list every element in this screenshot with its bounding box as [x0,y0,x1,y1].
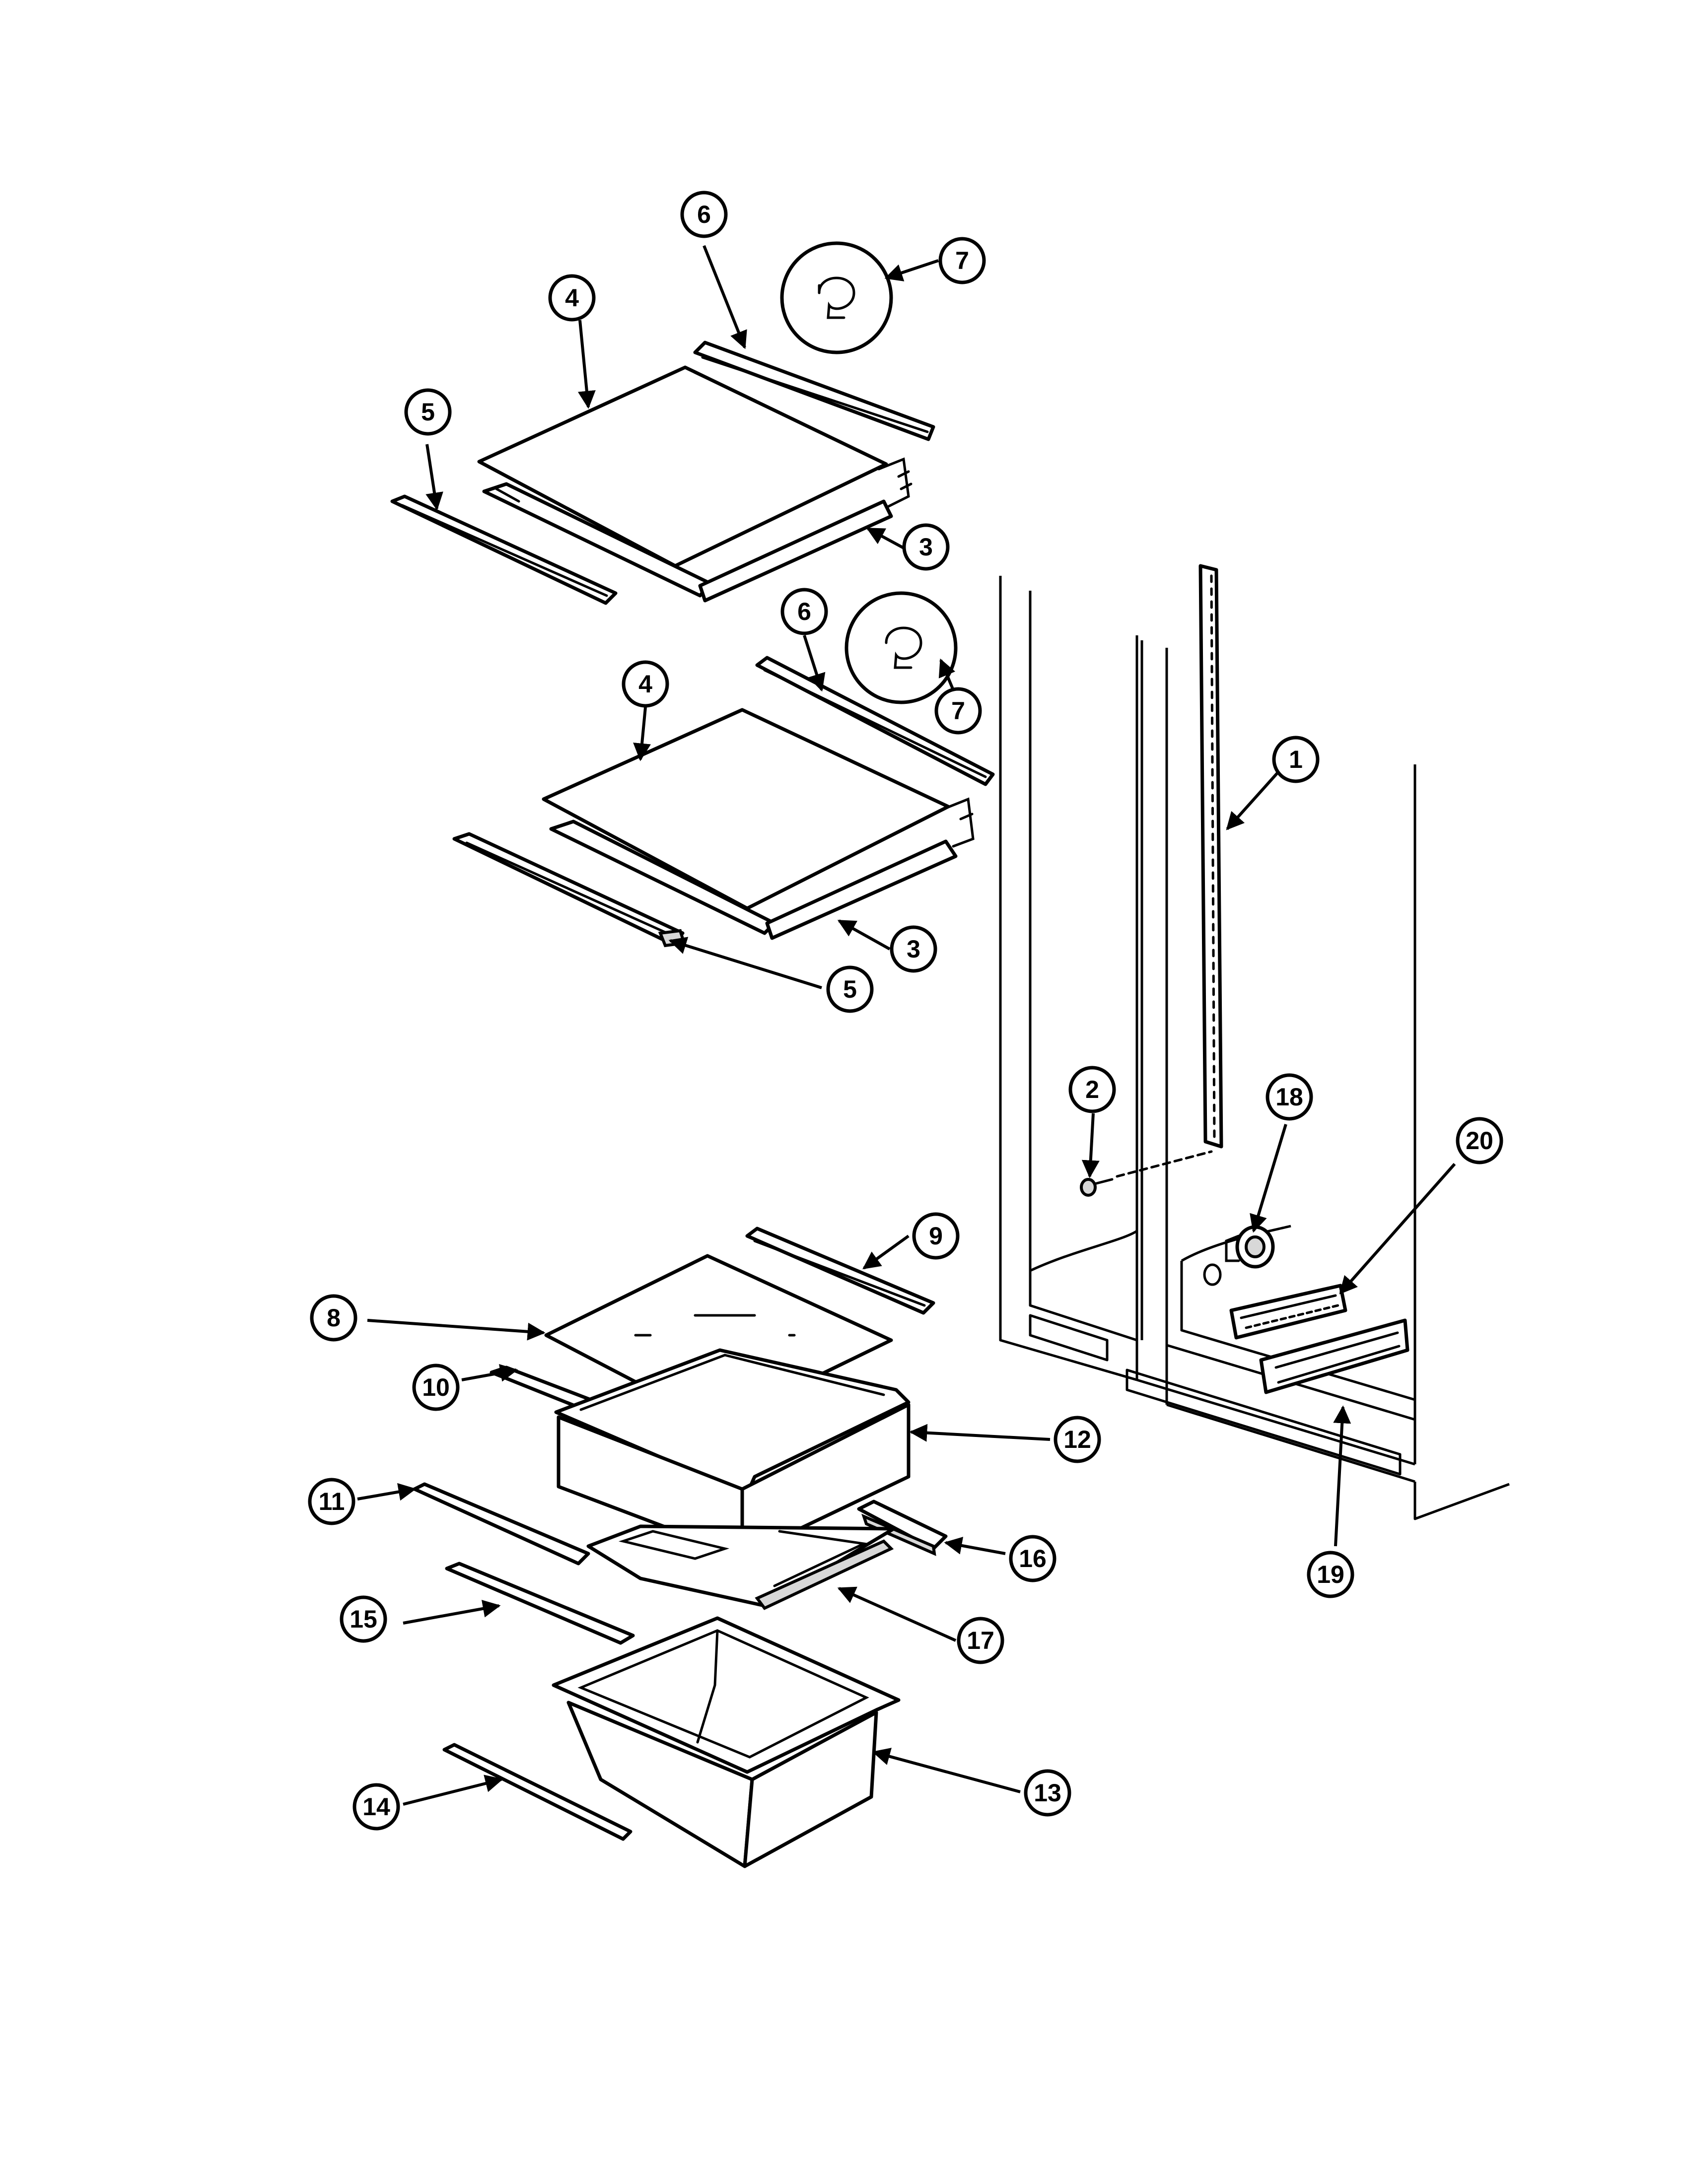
svg-text:20: 20 [1466,1127,1493,1155]
svg-text:6: 6 [797,598,811,625]
control-housing-part-20 [1229,1284,1347,1340]
svg-text:11: 11 [319,1488,345,1515]
svg-text:8: 8 [327,1304,341,1332]
callout-4-middle: 4 [622,660,669,708]
callout-2: 2 [1068,1066,1116,1113]
svg-text:9: 9 [929,1222,943,1250]
svg-text:18: 18 [1275,1083,1303,1111]
clip-detail-part-7-top [780,241,893,354]
svg-text:5: 5 [843,975,857,1003]
callout-19: 19 [1307,1551,1354,1598]
svg-text:14: 14 [362,1793,390,1821]
callout-5-middle: 5 [826,965,874,1013]
clip-detail-part-7-middle [844,591,958,704]
svg-text:4: 4 [638,670,652,698]
svg-text:1: 1 [1289,746,1303,773]
svg-text:4: 4 [565,284,579,312]
callout-18: 18 [1266,1073,1313,1121]
callout-15: 15 [340,1595,387,1643]
svg-text:3: 3 [919,533,933,561]
svg-text:16: 16 [1019,1545,1047,1572]
callout-7-middle: 7 [934,687,982,735]
svg-text:10: 10 [422,1373,450,1401]
callout-4-top: 4 [548,274,596,322]
callout-6-middle: 6 [780,588,828,635]
svg-text:13: 13 [1034,1779,1061,1807]
svg-text:15: 15 [350,1605,377,1633]
svg-text:7: 7 [955,247,969,274]
callout-1: 1 [1272,736,1320,783]
callout-11: 11 [308,1478,355,1525]
svg-text:2: 2 [1085,1076,1099,1103]
svg-text:17: 17 [967,1627,994,1654]
svg-text:6: 6 [697,201,711,228]
callout-16: 16 [1009,1535,1056,1582]
shelf-rail-part-1 [1198,564,1223,1149]
callout-8: 8 [310,1294,357,1342]
callout-20: 20 [1456,1117,1503,1164]
callout-14: 14 [352,1783,400,1831]
callout-9: 9 [912,1212,960,1260]
callout-12: 12 [1054,1416,1101,1463]
crisper-assembly [413,1227,948,1868]
callout-5-top: 5 [404,388,452,436]
callouts: 1 2 3 3 4 4 5 5 6 6 7 7 8 9 10 11 12 13 … [308,191,1503,1831]
svg-text:5: 5 [421,398,435,426]
control-cover-part-19 [1259,1318,1409,1394]
callout-6-top: 6 [680,191,728,238]
control-knob-part-18 [1203,1225,1275,1286]
callout-3-middle: 3 [890,925,937,973]
callout-7-top: 7 [938,237,986,284]
callout-17: 17 [957,1617,1004,1664]
svg-text:12: 12 [1063,1426,1091,1453]
screw-part-2 [1080,1150,1213,1197]
upper-shelf-assembly [390,341,935,605]
svg-text:7: 7 [951,697,965,725]
callout-10: 10 [412,1364,460,1411]
svg-text:3: 3 [907,935,920,963]
cabinet-interior [999,576,1510,1520]
callout-13: 13 [1024,1769,1071,1817]
callout-3-top: 3 [902,523,950,571]
leader-lines [357,245,1456,1806]
svg-text:19: 19 [1317,1561,1344,1588]
